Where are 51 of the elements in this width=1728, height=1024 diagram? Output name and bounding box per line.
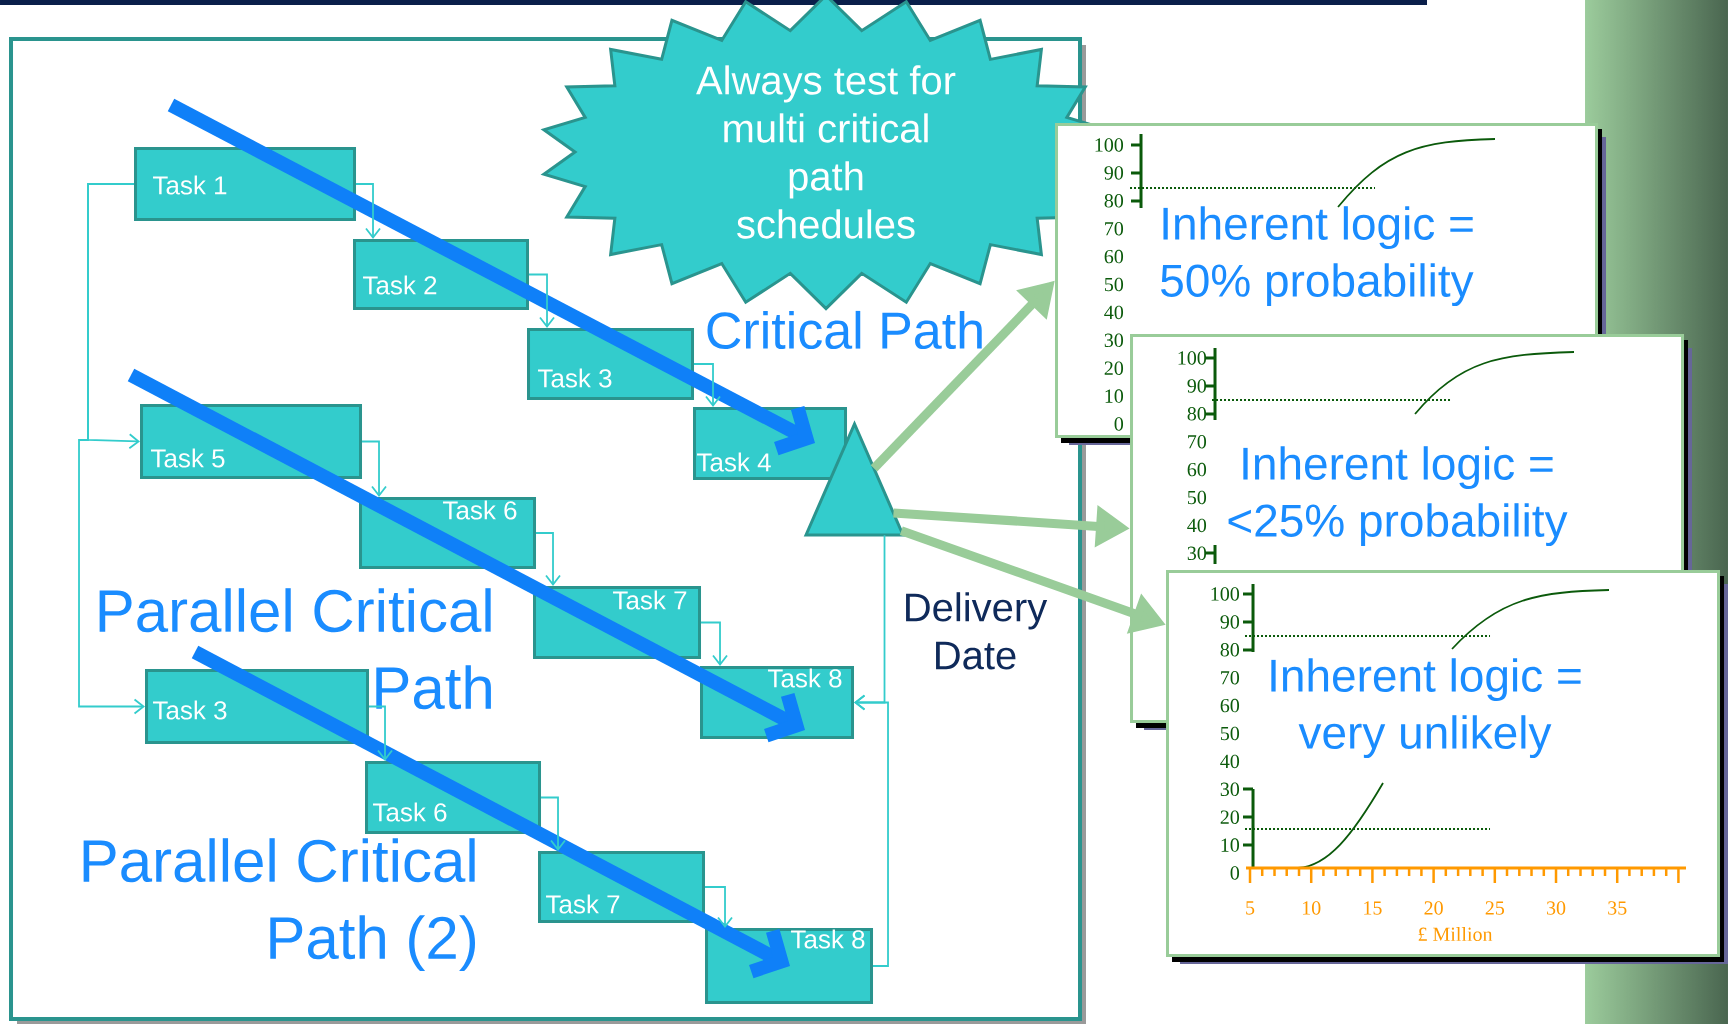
axis-tick-label: 90 — [1187, 379, 1207, 393]
axis-tick-label: 40 — [1220, 754, 1240, 769]
connector-arrow — [368, 705, 393, 761]
axis-tick-label: 0 — [1114, 417, 1124, 431]
connector-arrow — [355, 183, 381, 239]
axis-tick-label: 60 — [1104, 249, 1124, 264]
path-label: Parallel Critical Path (2) — [83, 838, 475, 972]
axis-tick-label: 40 — [1187, 518, 1207, 533]
axis-tick-label: 20 — [1220, 810, 1240, 824]
axis-tick-label: 80 — [1104, 194, 1124, 208]
connector-arrow — [78, 183, 145, 715]
axis-tick-label: 30 — [1187, 546, 1207, 561]
axis-tick-label: 10 — [1105, 389, 1124, 403]
axis-tick-label: 60 — [1187, 462, 1207, 477]
axis-tick-label: 20 — [1104, 361, 1124, 375]
axis-tick-label: 70 — [1221, 670, 1240, 685]
axis-tick-label: 100 — [1095, 138, 1124, 152]
axis-tick-label: 20 — [1424, 901, 1443, 915]
axis-tick-label: 30 — [1546, 901, 1566, 915]
connector-arrow — [854, 694, 889, 967]
axis-tick-label: 70 — [1105, 221, 1124, 236]
axis-tick-label: 10 — [1221, 838, 1240, 852]
axis-tick-label: 5 — [1246, 901, 1255, 915]
connector-arrow — [704, 886, 733, 928]
axis-tick-label: 0 — [1230, 866, 1240, 880]
axis-title: £ Million — [1418, 926, 1493, 942]
connector-arrow — [528, 273, 555, 328]
axis-tick-label: 30 — [1220, 782, 1240, 797]
connector-arrow — [693, 363, 721, 407]
axis-tick-label: 10 — [1302, 901, 1321, 915]
connector-arrow — [361, 440, 387, 497]
axis-tick-label: 25 — [1485, 901, 1505, 915]
path-label: Critical Path — [707, 310, 982, 350]
axis-tick-label: 90 — [1104, 166, 1124, 180]
axis-tick-label: 100 — [1211, 587, 1240, 601]
axis-tick-label: 90 — [1220, 615, 1240, 629]
axis-tick-label: 100 — [1178, 351, 1207, 365]
connector-arrow — [540, 796, 566, 851]
axis-tick-label: 50 — [1104, 277, 1124, 292]
axis-tick-label: 50 — [1187, 490, 1207, 505]
connector-arrow — [535, 532, 561, 586]
task-box: Task 1 — [134, 147, 356, 221]
axis-tick-label: 30 — [1104, 333, 1124, 348]
axis-tick-label: 80 — [1220, 643, 1240, 657]
axis-tick-label: 15 — [1364, 901, 1382, 915]
axis-tick-label: 60 — [1220, 698, 1240, 713]
connector-arrow — [700, 621, 728, 666]
axis-tick-label: 40 — [1104, 305, 1124, 320]
axis-tick-label: 80 — [1187, 407, 1207, 421]
axis-tick-label: 35 — [1608, 901, 1627, 915]
milestone-label: Delivery Date — [906, 592, 1048, 670]
